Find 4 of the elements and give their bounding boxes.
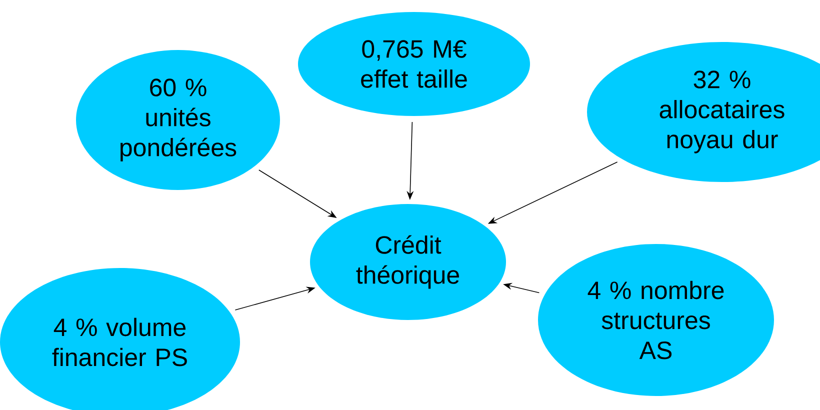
ellipse-node: Crédit théorique (310, 204, 506, 320)
ellipse-node: 0,765 M€ effet taille (298, 12, 530, 116)
ellipse-node: 60 % unités pondérées (76, 50, 280, 190)
ellipse-node: 4 % nombre structures AS (538, 244, 774, 396)
